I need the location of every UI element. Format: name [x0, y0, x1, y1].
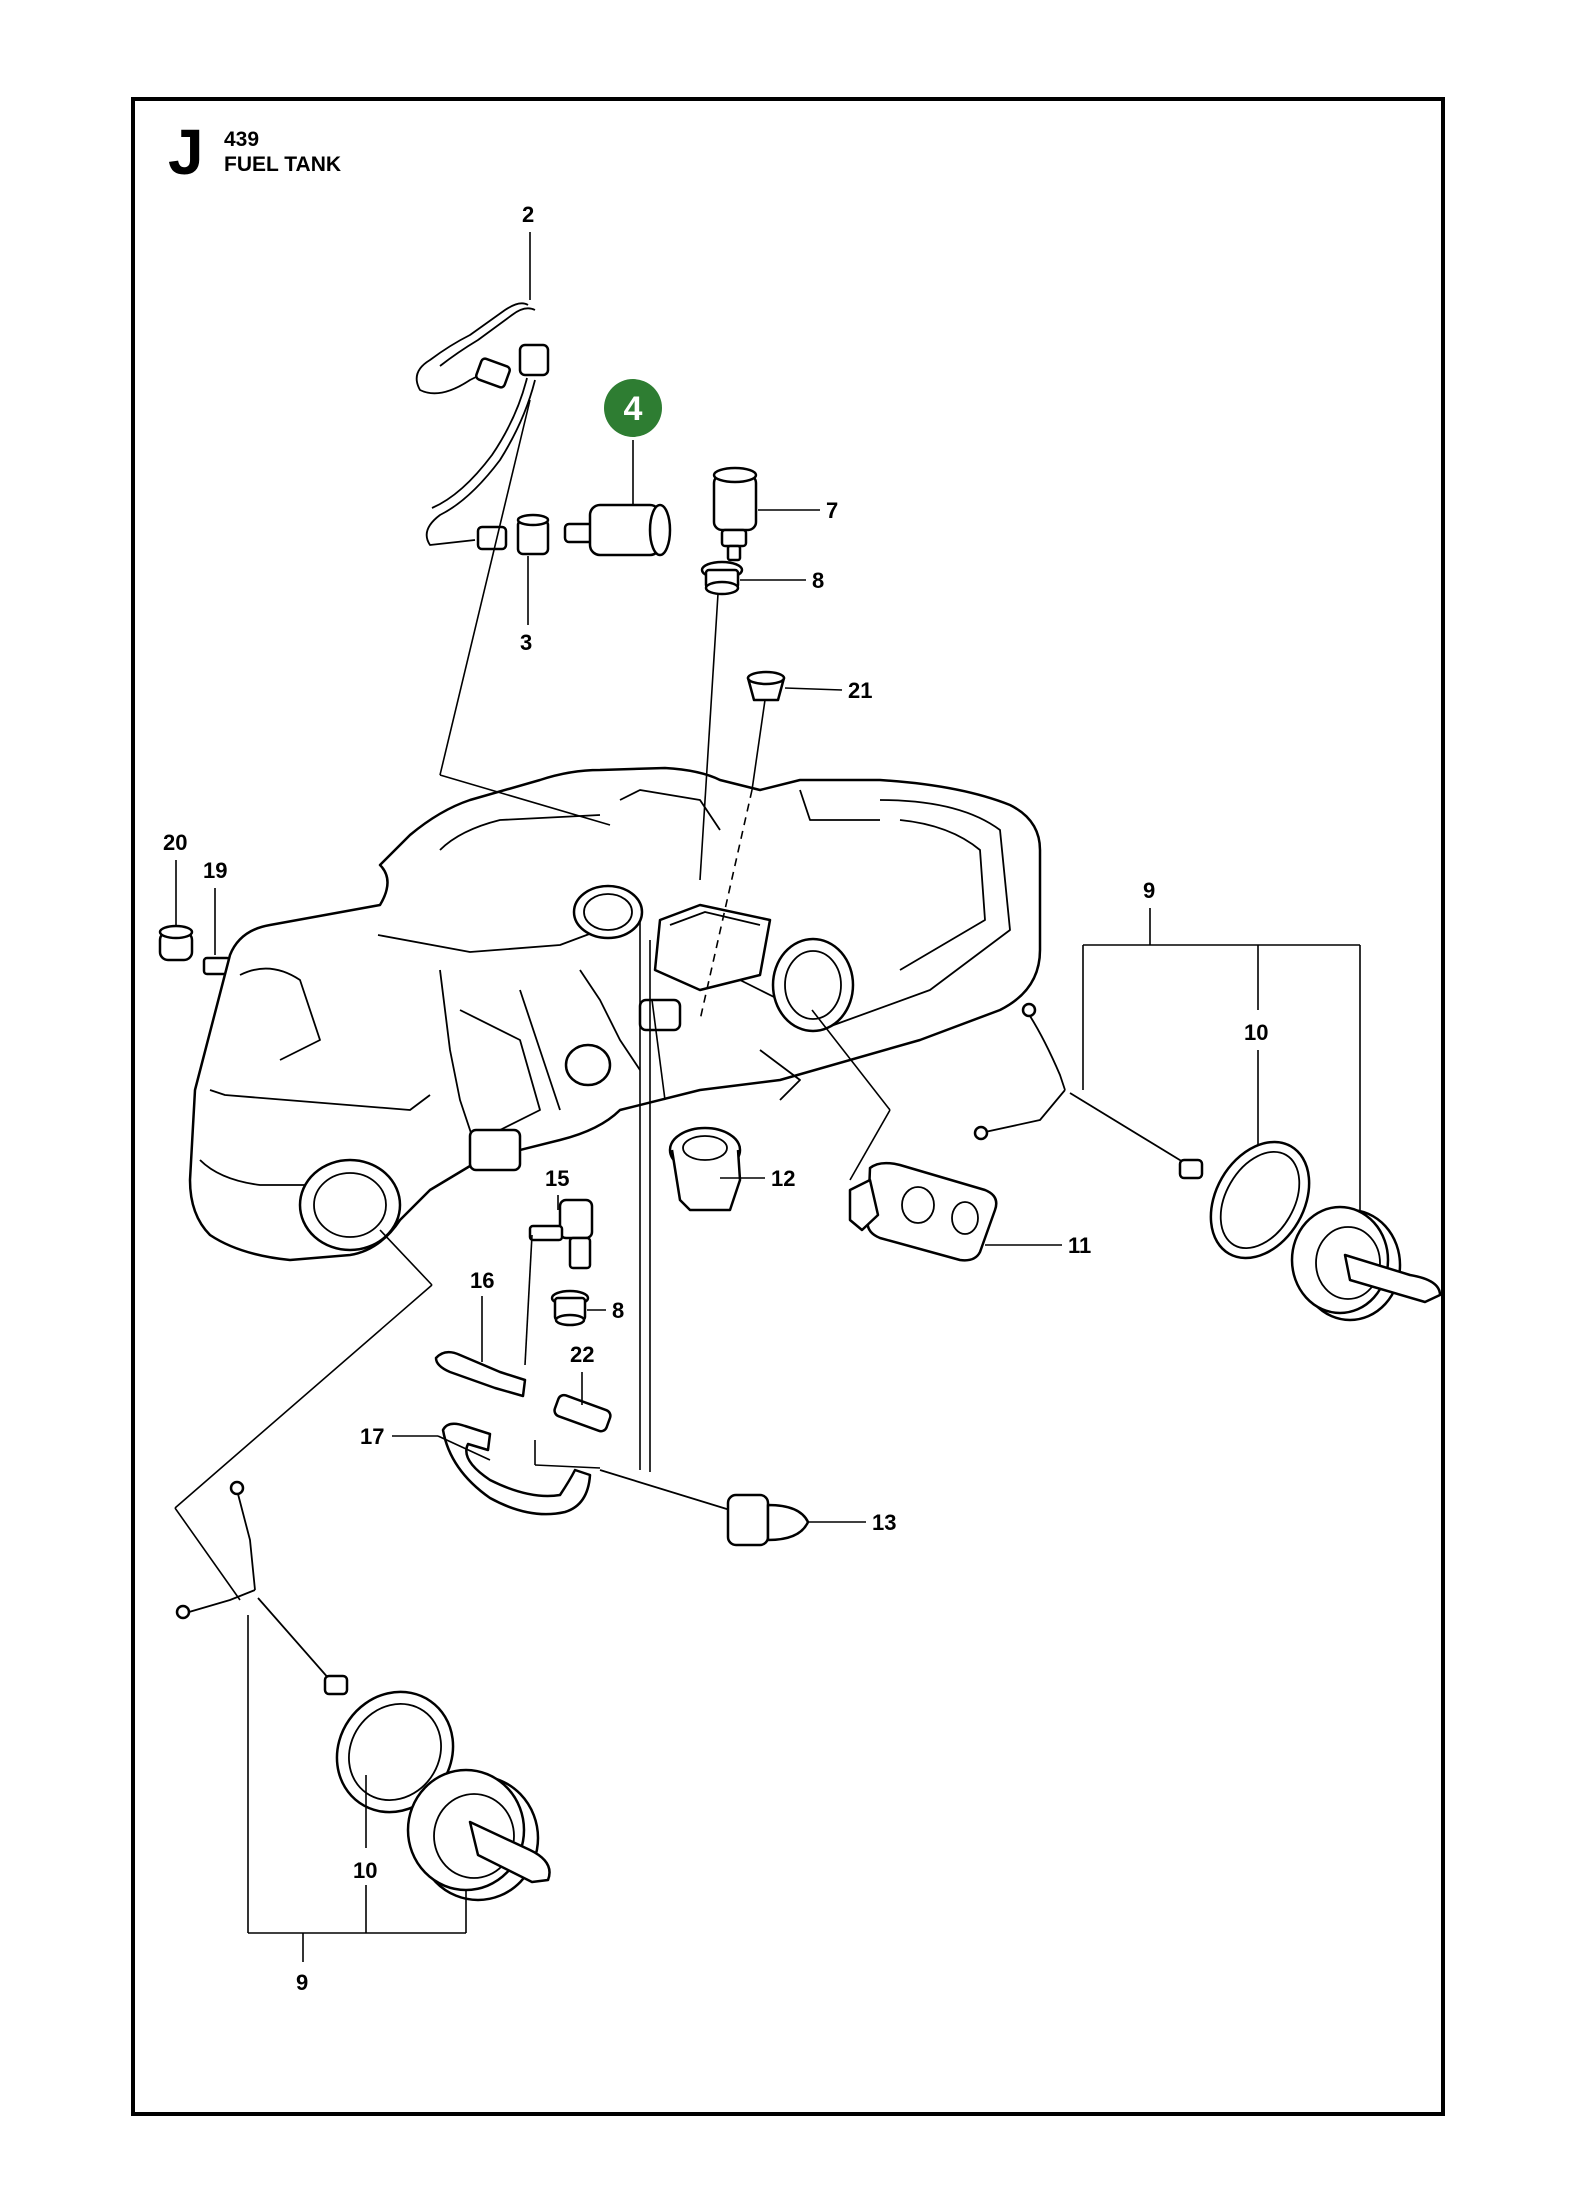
grommet-part-upper: [700, 560, 744, 596]
callout-22: 22: [570, 1342, 594, 1367]
model-number: 439: [224, 128, 260, 151]
fuel-hose-part: [415, 302, 550, 551]
fuel-line-part: [434, 1350, 527, 1398]
callout-12: 12: [771, 1166, 795, 1191]
callout-13: 13: [872, 1510, 896, 1535]
filter-housing-part: [516, 513, 550, 556]
grommet-part-lower: [550, 1289, 590, 1327]
page-title: FUEL TANK: [224, 153, 342, 176]
callout-20: 20: [163, 830, 187, 855]
callout-labels: 2 3 7 8 21 20 19 9 10 12 11 15 8 16 22 1…: [163, 202, 1268, 1995]
bracket-part: [848, 1161, 998, 1262]
fuel-cap-assembly-left: [175, 1480, 551, 1902]
callout-15: 15: [545, 1166, 569, 1191]
callout-11: 11: [1068, 1233, 1091, 1258]
callout-19: 19: [203, 858, 227, 883]
callout-9-left: 9: [296, 1970, 308, 1995]
bushing-part: [746, 670, 786, 702]
callout-9-right: 9: [1143, 878, 1155, 903]
callout-2: 2: [522, 202, 534, 227]
callout-10-left: 10: [353, 1858, 377, 1883]
return-hose-part: [441, 1422, 592, 1516]
diagram-frame: [131, 97, 1445, 2116]
elbow-fitting-part: [528, 1198, 594, 1270]
callout-8-lower: 8: [612, 1298, 624, 1323]
section-letter: J: [168, 116, 204, 188]
highlight-number: 4: [624, 390, 643, 428]
callout-21: 21: [848, 678, 872, 703]
callout-10-right: 10: [1244, 1020, 1268, 1045]
fuel-cap-assembly-right: [973, 1002, 1442, 1322]
callout-8-upper: 8: [812, 568, 824, 593]
callout-16: 16: [470, 1268, 494, 1293]
gasket-part: [668, 1126, 742, 1212]
callout-17: 17: [360, 1424, 384, 1449]
callout-7: 7: [826, 498, 838, 523]
leader-lines: [174, 232, 1361, 1962]
fuel-filter-part: [563, 503, 672, 557]
highlighted-callout-4[interactable]: 4: [604, 379, 662, 437]
callout-3: 3: [520, 630, 532, 655]
plug-part: [158, 924, 194, 962]
primer-bulb-part: [599, 1469, 810, 1547]
vent-valve-part: [712, 466, 758, 562]
hose-connector-part: [553, 1393, 612, 1433]
highlight-badge: [604, 379, 662, 437]
fuel-tank-body: [188, 766, 1042, 1262]
